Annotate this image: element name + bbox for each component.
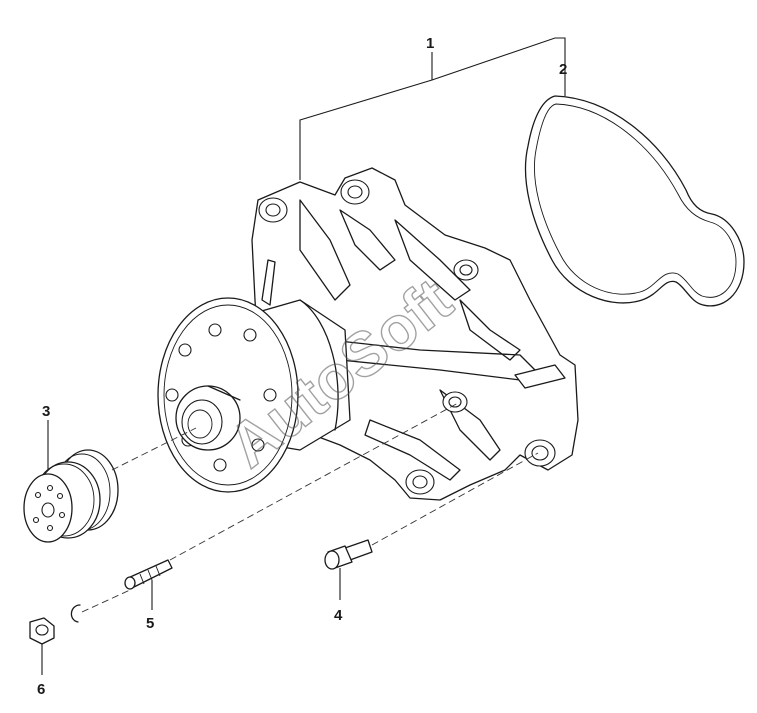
assembly-lines [81, 401, 539, 613]
stud-part[interactable] [124, 559, 173, 610]
bolt-part[interactable] [324, 539, 373, 600]
callout-2: 2 [559, 61, 567, 78]
callout-4: 4 [334, 607, 343, 624]
nut-part[interactable] [29, 604, 81, 675]
callout-3: 3 [42, 403, 50, 420]
gasket-part[interactable] [524, 82, 745, 307]
callout-1: 1 [426, 35, 434, 52]
callout-1-leader [299, 37, 566, 180]
callout-6: 6 [37, 681, 45, 698]
callout-5: 5 [146, 615, 154, 632]
water-pump-housing[interactable] [157, 167, 579, 501]
pulley-part[interactable] [23, 420, 119, 543]
